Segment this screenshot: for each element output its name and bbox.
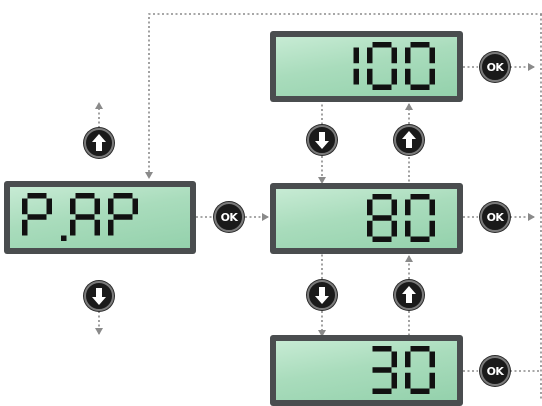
- segment-text: [372, 345, 435, 394]
- segment-f: [405, 47, 411, 63]
- segment-g: [27, 213, 47, 220]
- segment-text: [353, 41, 435, 90]
- value-display-bottom: [270, 335, 463, 406]
- arrow-down-icon: [315, 132, 329, 149]
- segment-e: [367, 220, 373, 236]
- down-button-main[interactable]: [84, 281, 114, 311]
- segment-a: [410, 193, 430, 199]
- segment-c: [429, 372, 435, 388]
- segment-b: [94, 198, 100, 214]
- segment-c: [391, 220, 397, 236]
- segment-b: [132, 198, 138, 214]
- arrow-down-icon: [92, 288, 106, 305]
- arrow-up-icon: [402, 131, 416, 148]
- segment-f: [22, 198, 28, 214]
- arrow-down-icon: [315, 287, 329, 304]
- segment-a: [372, 41, 392, 47]
- value-display-mid-screen: [276, 189, 457, 248]
- ok-button-top[interactable]: OK: [480, 52, 510, 82]
- value-display-top: [270, 31, 463, 102]
- segment-dot: [61, 235, 67, 241]
- ok-button-label: OK: [486, 364, 504, 378]
- segment-c: [94, 219, 100, 235]
- segment-d: [410, 84, 430, 90]
- arrow-up-icon: [402, 286, 416, 303]
- segment-f: [405, 199, 411, 215]
- segment-e: [405, 372, 411, 388]
- segment-c: [353, 68, 359, 84]
- ok-button-bottom[interactable]: OK: [480, 356, 510, 386]
- segment-a: [410, 41, 430, 47]
- main-display: [4, 181, 196, 254]
- ok-button-label: OK: [486, 210, 504, 224]
- segment-g: [75, 213, 95, 220]
- value-display-bottom-text: [282, 341, 443, 400]
- segment-f: [108, 198, 114, 214]
- segment-e: [367, 68, 373, 84]
- segment-d: [410, 236, 430, 242]
- segment-b: [391, 351, 397, 367]
- segment-a: [372, 193, 392, 199]
- segment-a: [113, 192, 133, 198]
- segment-a: [410, 345, 430, 351]
- ok-button-label: OK: [220, 210, 238, 224]
- value-display-bottom-screen: [276, 341, 457, 400]
- segment-a: [75, 192, 95, 198]
- value-display-top-text: [282, 37, 443, 96]
- segment-c: [391, 68, 397, 84]
- segment-g: [113, 213, 133, 220]
- segment-text: [367, 193, 435, 242]
- up-button-main[interactable]: [84, 128, 114, 158]
- main-display-screen: [10, 187, 190, 248]
- segment-f: [70, 198, 76, 214]
- segment-b: [429, 351, 435, 367]
- segment-e: [108, 219, 114, 235]
- arrow-up-icon: [92, 134, 106, 151]
- up-button-bottom-to-mid[interactable]: [394, 280, 424, 310]
- segment-a: [27, 192, 47, 198]
- segment-f: [367, 47, 373, 63]
- segment-e: [70, 219, 76, 235]
- segment-text: [22, 192, 138, 241]
- up-button-mid-to-top[interactable]: [394, 125, 424, 155]
- segment-a: [372, 345, 392, 351]
- segment-b: [429, 199, 435, 215]
- segment-b: [391, 47, 397, 63]
- segment-f: [405, 351, 411, 367]
- value-display-mid-text: [282, 189, 443, 248]
- segment-e: [405, 68, 411, 84]
- segment-b: [353, 47, 359, 63]
- value-display-top-screen: [276, 37, 457, 96]
- segment-b: [391, 199, 397, 215]
- segment-d: [372, 84, 392, 90]
- segment-b: [46, 198, 52, 214]
- value-display-mid: [270, 183, 463, 254]
- segment-g: [372, 366, 392, 373]
- segment-d: [372, 236, 392, 242]
- segment-d: [410, 388, 430, 394]
- segment-e: [405, 220, 411, 236]
- down-button-top-to-mid[interactable]: [307, 125, 337, 155]
- segment-b: [429, 47, 435, 63]
- main-display-text: [22, 187, 184, 248]
- segment-e: [22, 219, 28, 235]
- segment-c: [429, 68, 435, 84]
- segment-c: [429, 220, 435, 236]
- segment-d: [372, 388, 392, 394]
- ok-button-mid[interactable]: OK: [480, 202, 510, 232]
- feedback-connector: [145, 13, 542, 179]
- segment-c: [391, 372, 397, 388]
- down-button-mid-to-bottom[interactable]: [307, 280, 337, 310]
- ok-button-main[interactable]: OK: [214, 202, 244, 232]
- segment-f: [367, 199, 373, 215]
- ok-button-label: OK: [486, 60, 504, 74]
- segment-g: [372, 214, 392, 221]
